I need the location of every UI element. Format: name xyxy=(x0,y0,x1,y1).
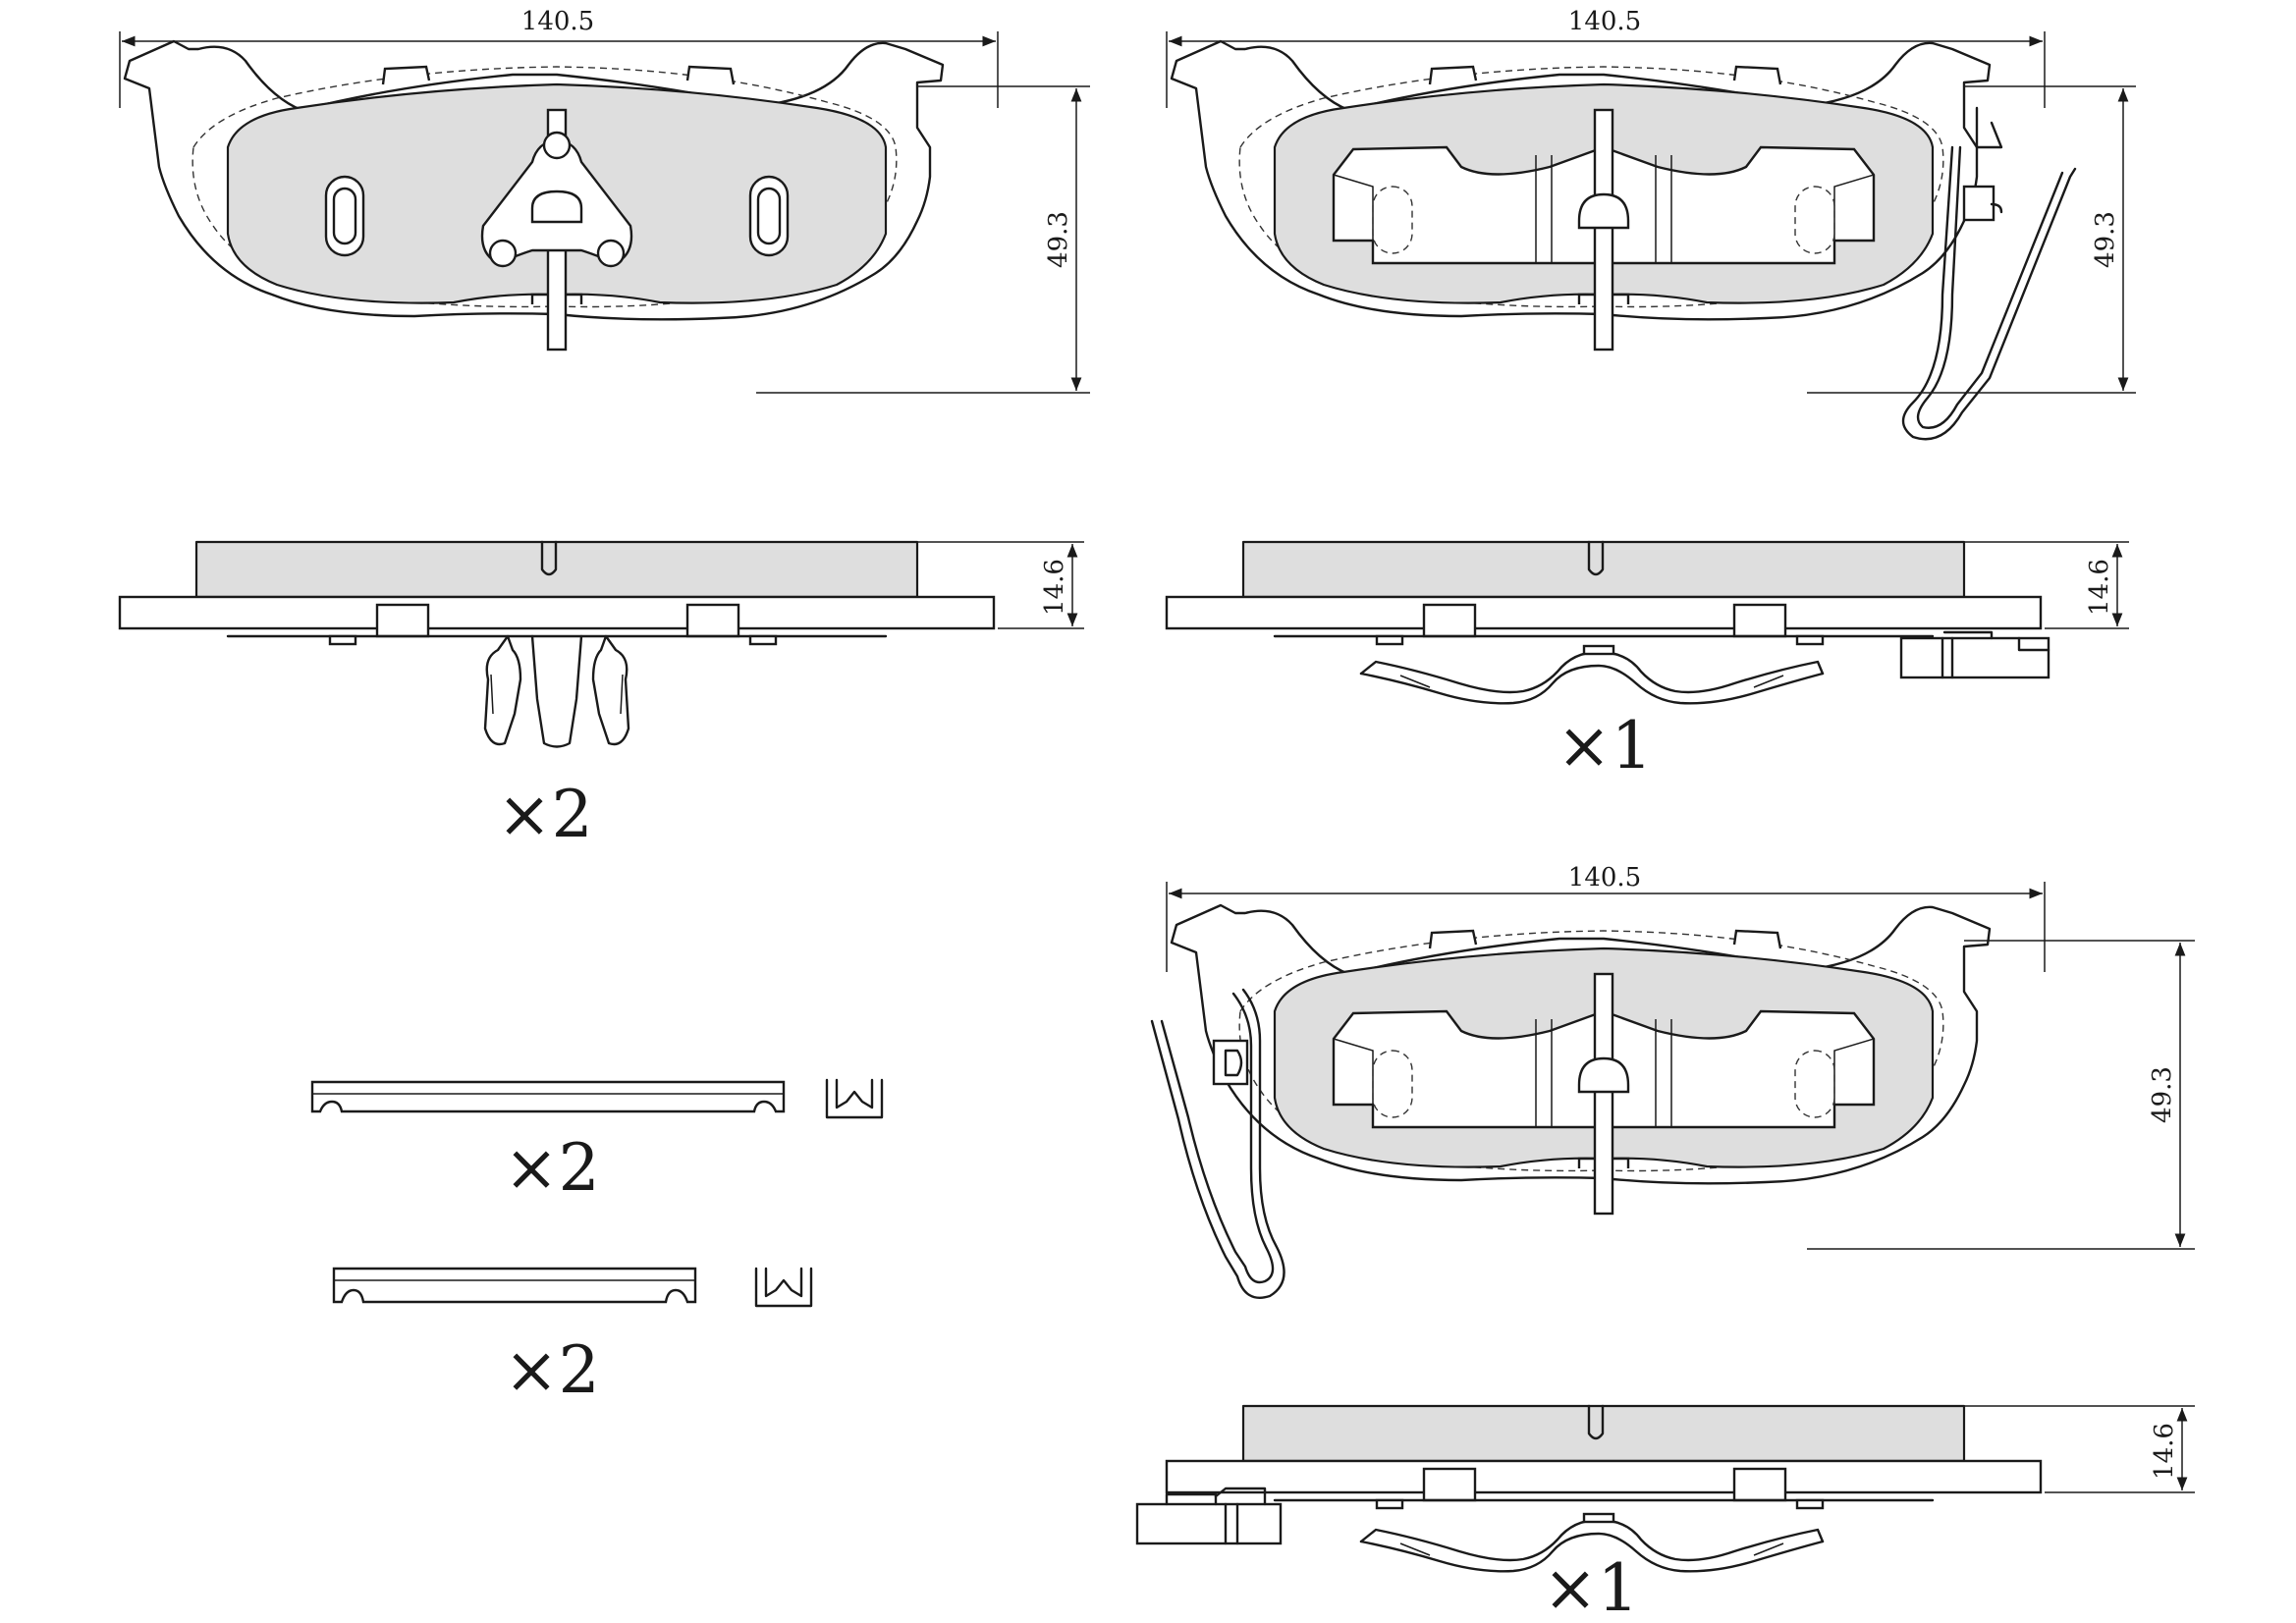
dimension-width-mid-right: 140.5 xyxy=(1166,863,2046,972)
thickness-label: 14.6 xyxy=(2085,559,2114,616)
dimension-thickness-left: 14.6 xyxy=(917,541,1084,629)
width-label: 140.5 xyxy=(521,7,594,36)
guide-rail-short xyxy=(332,1267,697,1304)
quantity-label-pad-with-clip: ×2 xyxy=(497,777,592,852)
pad-with-clip-side-view xyxy=(118,540,996,748)
thickness-label: 14.6 xyxy=(1040,559,1069,616)
quantity-label-pad-with-sensor-top: ×1 xyxy=(1557,708,1652,784)
anti-rattle-spring-short xyxy=(754,1267,813,1308)
dimension-height-top-right: 49.3 xyxy=(1807,85,2136,394)
width-label: 140.5 xyxy=(1568,863,1641,893)
dimension-height-mid-right: 49.3 xyxy=(1807,940,2195,1250)
width-label: 140.5 xyxy=(1568,7,1641,36)
pad-with-sensor-side-view-bottom xyxy=(1135,1404,2043,1573)
height-label: 49.3 xyxy=(2091,211,2120,268)
quantity-label-guide-rail-long: ×2 xyxy=(504,1130,599,1206)
dimension-width-top-right: 140.5 xyxy=(1166,7,2046,108)
dimension-height-top-left: 49.3 xyxy=(756,85,1090,394)
anti-rattle-spring-long xyxy=(825,1078,884,1119)
guide-rail-long xyxy=(310,1080,786,1113)
quantity-label-guide-rail-short: ×2 xyxy=(504,1332,599,1408)
pad-with-sensor-face-view xyxy=(1170,39,2077,441)
pad-with-sensor-face-view-mirrored xyxy=(1150,903,1992,1299)
pad-with-clip-face-view xyxy=(123,39,945,352)
dimension-width-top-left: 140.5 xyxy=(119,7,999,108)
height-label: 49.3 xyxy=(2148,1066,2177,1123)
quantity-label-pad-with-sensor-bottom: ×1 xyxy=(1543,1550,1638,1623)
dimension-thickness-bottom-right: 14.6 xyxy=(1964,1405,2195,1493)
pad-with-sensor-side-view xyxy=(1165,540,2050,705)
height-label: 49.3 xyxy=(1044,211,1073,268)
dimension-thickness-right: 14.6 xyxy=(1964,541,2129,629)
thickness-label: 14.6 xyxy=(2150,1423,2179,1480)
